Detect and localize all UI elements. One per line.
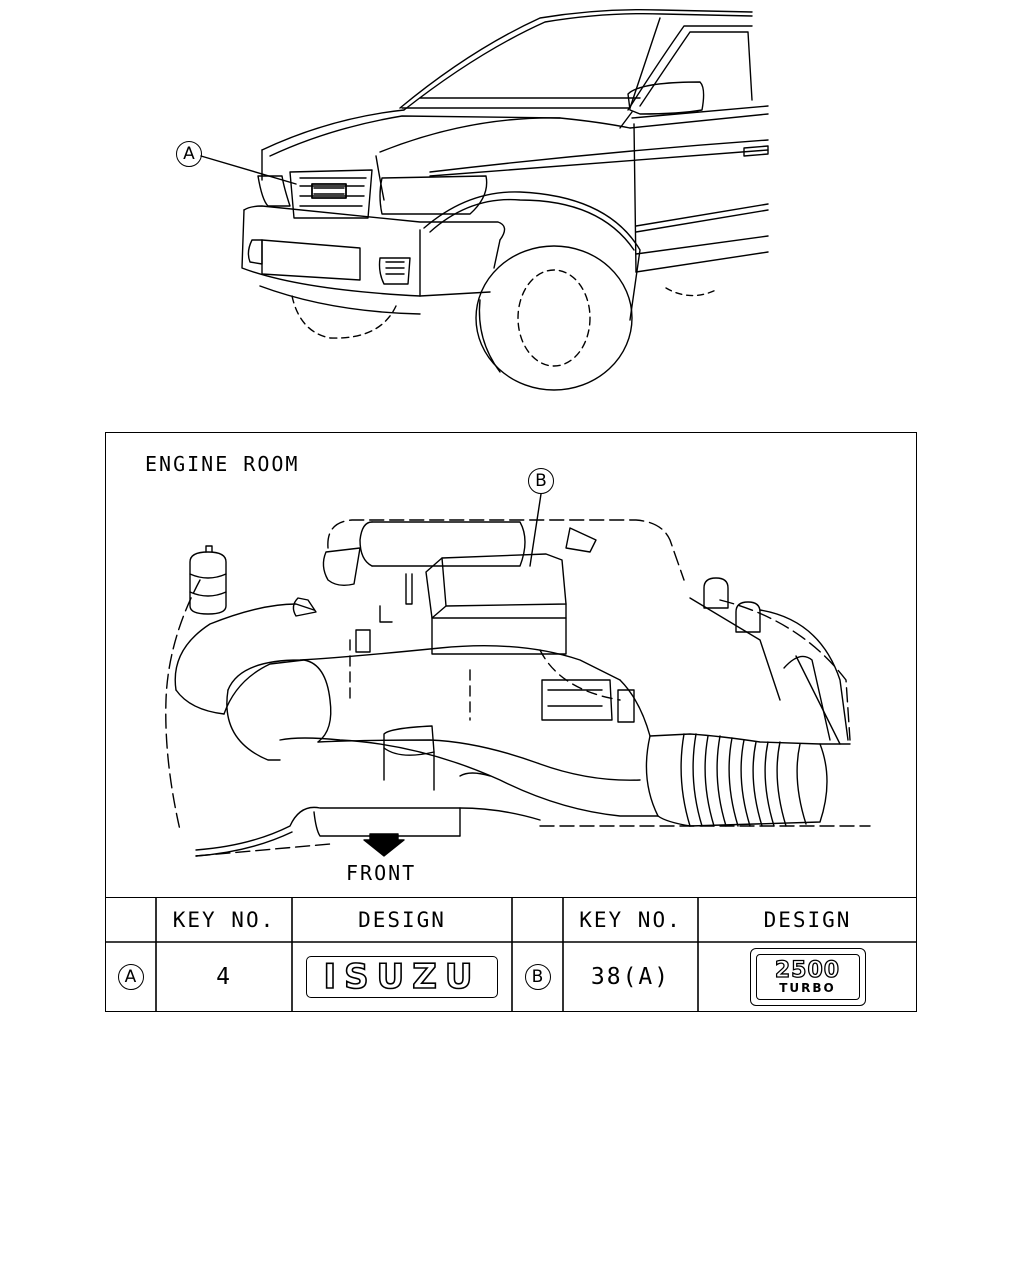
key-table: [105, 897, 917, 1012]
callout-b: B: [528, 468, 554, 494]
row-a-design: ISUZU: [292, 942, 512, 1012]
header-key-no-b: KEY NO.: [579, 908, 682, 932]
engine-room-title: ENGINE ROOM: [145, 452, 300, 476]
isuzu-emblem-text: ISUZU: [323, 956, 481, 998]
header-key-no-a: KEY NO.: [172, 908, 276, 932]
emblem-turbo-text: TURBO: [779, 980, 836, 995]
row-a-key-no: 4: [216, 964, 232, 990]
callout-a: A: [176, 141, 202, 167]
row-a-marker-label: A: [124, 967, 137, 987]
header-design-b: DESIGN: [763, 908, 852, 932]
front-arrow-icon: [363, 833, 405, 857]
header-marker-b: [512, 898, 563, 942]
2500-turbo-emblem: 2500 TURBO: [749, 948, 866, 1006]
row-b-marker: B: [512, 942, 563, 1012]
row-b-marker-label: B: [531, 967, 544, 987]
callout-b-label: B: [535, 471, 547, 491]
row-b-design: 2500 TURBO: [698, 942, 917, 1012]
row-a-marker: A: [105, 942, 156, 1012]
engine-room-panel: [105, 432, 917, 898]
callout-a-label: A: [183, 144, 195, 164]
vehicle-illustration: [200, 8, 769, 391]
row-b-key-no: 38(A): [590, 964, 671, 990]
front-label: FRONT: [346, 861, 417, 885]
header-design-a: DESIGN: [358, 908, 446, 932]
emblem-2500-text: 2500: [774, 957, 841, 983]
header-marker-a: [105, 898, 156, 942]
isuzu-emblem: ISUZU: [306, 956, 498, 998]
